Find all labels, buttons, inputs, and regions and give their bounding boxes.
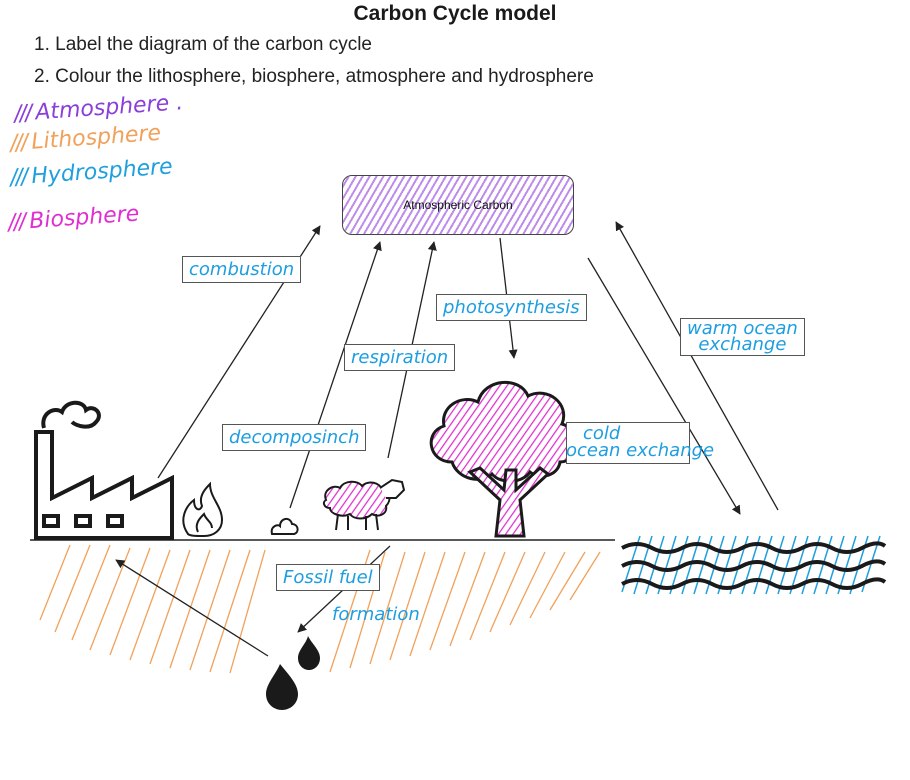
label-respiration: respiration [344,344,456,371]
label-photosynthesis: photosynthesis [436,294,587,321]
atmospheric-carbon-box: Atmospheric Carbon [342,175,574,235]
instruction-2: 2. Colour the lithosphere, biosphere, at… [34,66,594,87]
atmospheric-carbon-label: Atmospheric Carbon [403,198,513,212]
label-warm-ocean-line2: exchange [698,334,787,355]
label-fossil-fuel: Fossil fuel [276,564,380,591]
atmosphere-hatching [343,176,573,234]
label-cold-ocean-line1: cold [583,423,621,444]
factory-icon [34,400,174,540]
fire-icon [182,481,224,538]
tree-icon [429,381,579,538]
diagram-title: Carbon Cycle model [353,2,557,25]
lithosphere-hatching [39,544,601,674]
label-fossil-formation: formation [332,604,420,625]
label-cold-ocean-line2: ocean exchange [566,440,715,461]
arrow-cold-ocean [587,257,741,515]
arrow-fossil-extraction [115,559,269,657]
label-warm-ocean-exchange: warm ocean exchange [680,318,805,356]
label-warm-ocean-line1: warm ocean [687,318,798,339]
label-cold-ocean-box: cold [566,422,690,464]
arrow-warm-ocean [615,221,779,511]
label-combustion: combustion [182,256,302,283]
sheep-icon [322,478,406,531]
label-decomposition: decomposinch [222,424,367,451]
arrow-decomposition [289,241,382,509]
instruction-1: 1. Label the diagram of the carbon cycle [34,34,372,55]
oil-drops-icon [266,636,320,710]
dung-icon [270,518,299,535]
ocean-waves-icon [621,535,887,595]
